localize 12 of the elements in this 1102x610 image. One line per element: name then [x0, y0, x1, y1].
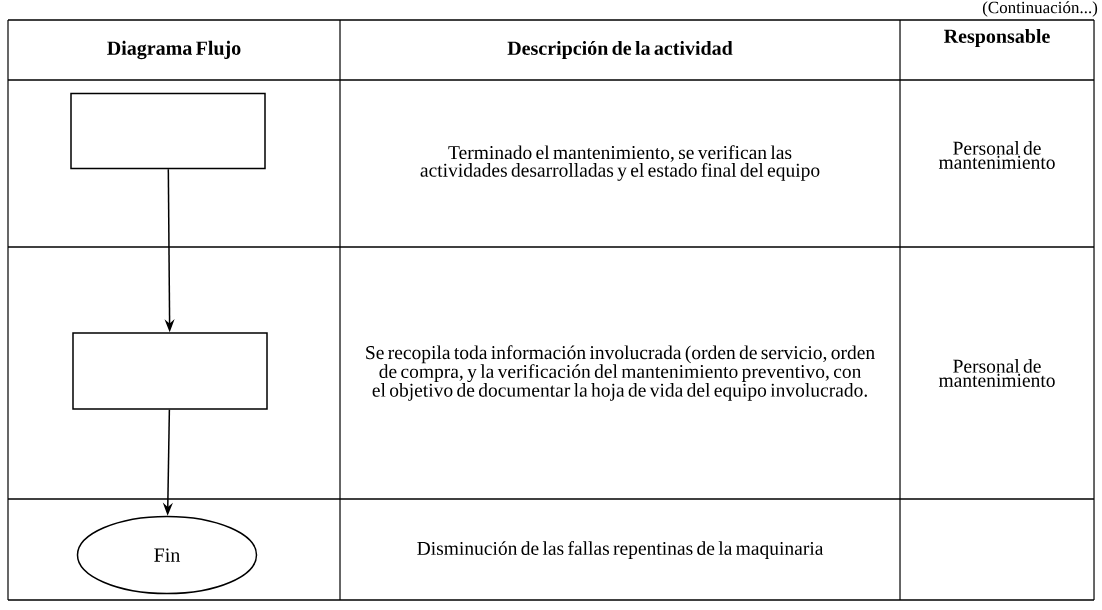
process-box	[70, 92, 266, 170]
end-oval: Fin	[76, 515, 258, 595]
table-cell-text: Personal de mantenimiento	[938, 359, 1055, 387]
column-header: Responsable	[944, 28, 1050, 48]
table-cell-text: Personal de mantenimiento	[938, 141, 1055, 169]
process-box	[72, 332, 268, 410]
continuation-note: (Continuación...)	[982, 1, 1098, 17]
table-cell-text: Terminado el mantenimiento, se verifican las actividades desarrolladas y el estado final del equipo	[420, 145, 820, 181]
column-header: Diagrama Flujo	[107, 40, 241, 60]
column-header: Descripción de la actividad	[507, 40, 733, 60]
table-cell-text: Se recopila toda información involucrada (orden de servicio, orden de compra, y la verificación del mantenimiento preventivo, con el objetivo de documentar la hoja de vida del equipo involucrado.	[366, 345, 875, 401]
table-cell-text: Disminución de las fallas repentinas de la maquinaria	[417, 541, 824, 559]
